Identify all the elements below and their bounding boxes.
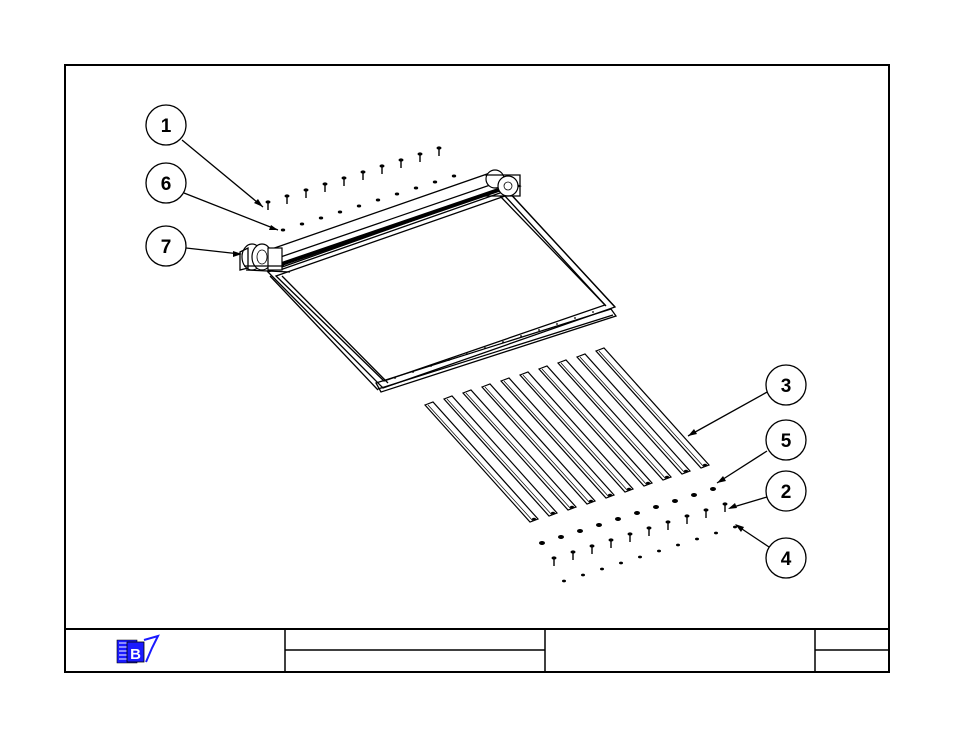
balloon-3: 3	[766, 365, 806, 405]
slats	[425, 348, 709, 522]
svg-text:3: 3	[781, 376, 792, 397]
drive-motor	[240, 244, 290, 272]
title-block: B	[65, 629, 889, 672]
logo-letter: B	[130, 646, 141, 663]
svg-text:2: 2	[781, 482, 792, 503]
balloon-6: 6	[146, 163, 186, 203]
svg-text:7: 7	[161, 237, 172, 258]
balloon-5: 5	[766, 420, 806, 460]
svg-text:4: 4	[781, 549, 792, 570]
balloon-2: 2	[766, 471, 806, 511]
svg-text:6: 6	[161, 174, 172, 195]
balloon-4: 4	[766, 538, 806, 578]
svg-text:5: 5	[781, 431, 792, 452]
balloon-1: 1	[146, 105, 186, 145]
frame-assembly	[240, 170, 616, 392]
company-logo: B	[117, 636, 158, 663]
svg-text:1: 1	[161, 116, 172, 137]
drawing-border	[65, 65, 889, 672]
balloon-7: 7	[146, 226, 186, 266]
